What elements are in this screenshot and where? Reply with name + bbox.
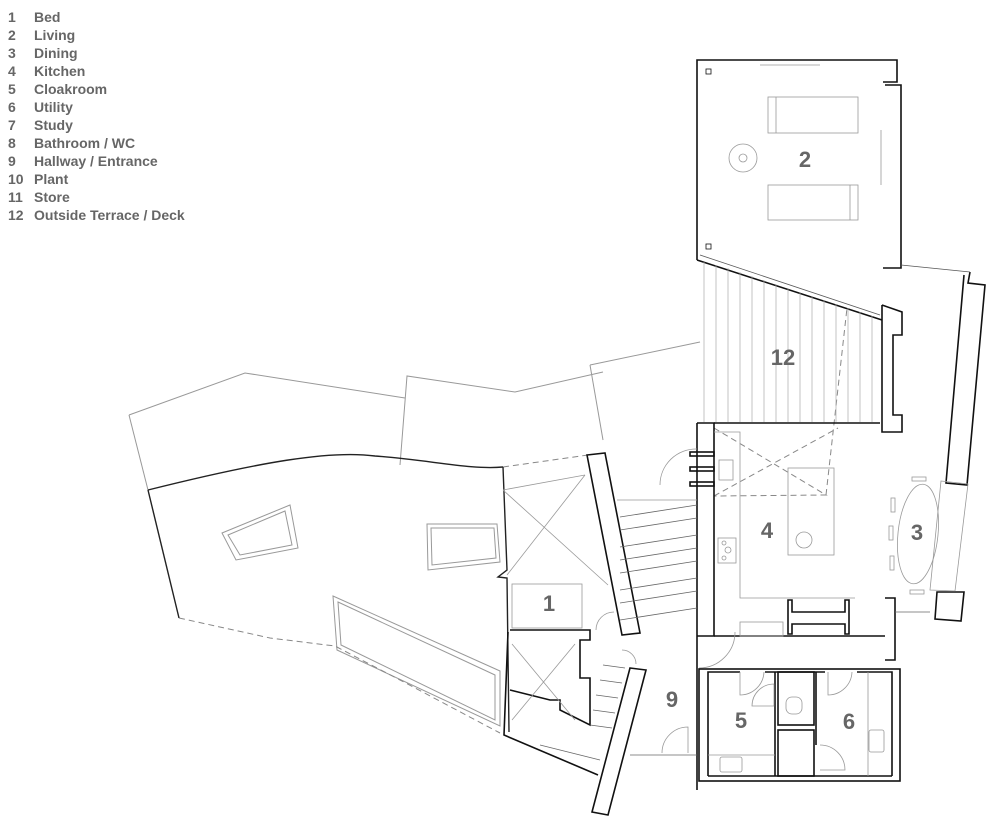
room-label-utility: 6	[842, 709, 856, 734]
room-label-hallway: 9	[665, 687, 679, 712]
bed-area	[502, 448, 698, 721]
hallway-doors	[621, 631, 736, 754]
service-fittings	[708, 671, 885, 776]
deck-edges	[714, 304, 903, 433]
main-outline	[147, 453, 510, 733]
kitchen-fittings	[714, 431, 855, 637]
hallway	[630, 636, 698, 790]
kitchen-walls	[689, 422, 930, 661]
dashed-lines	[178, 307, 848, 734]
site-outlines	[128, 341, 701, 727]
room-label-deck: 12	[770, 345, 796, 370]
dining-table	[888, 476, 969, 595]
stair-walls	[503, 452, 648, 816]
deck-boards	[703, 262, 873, 422]
living-room	[696, 59, 902, 321]
living-furniture	[705, 64, 882, 250]
room-label-dining: 3	[910, 520, 924, 545]
room-label-cloakroom: 5	[734, 708, 748, 733]
room-label-living: 2	[798, 147, 812, 172]
room-label-bed: 1	[542, 591, 556, 616]
room-label-kitchen: 4	[760, 518, 774, 543]
stair-treads	[539, 504, 698, 761]
dining-wall	[900, 264, 986, 622]
service-walls	[698, 668, 901, 782]
